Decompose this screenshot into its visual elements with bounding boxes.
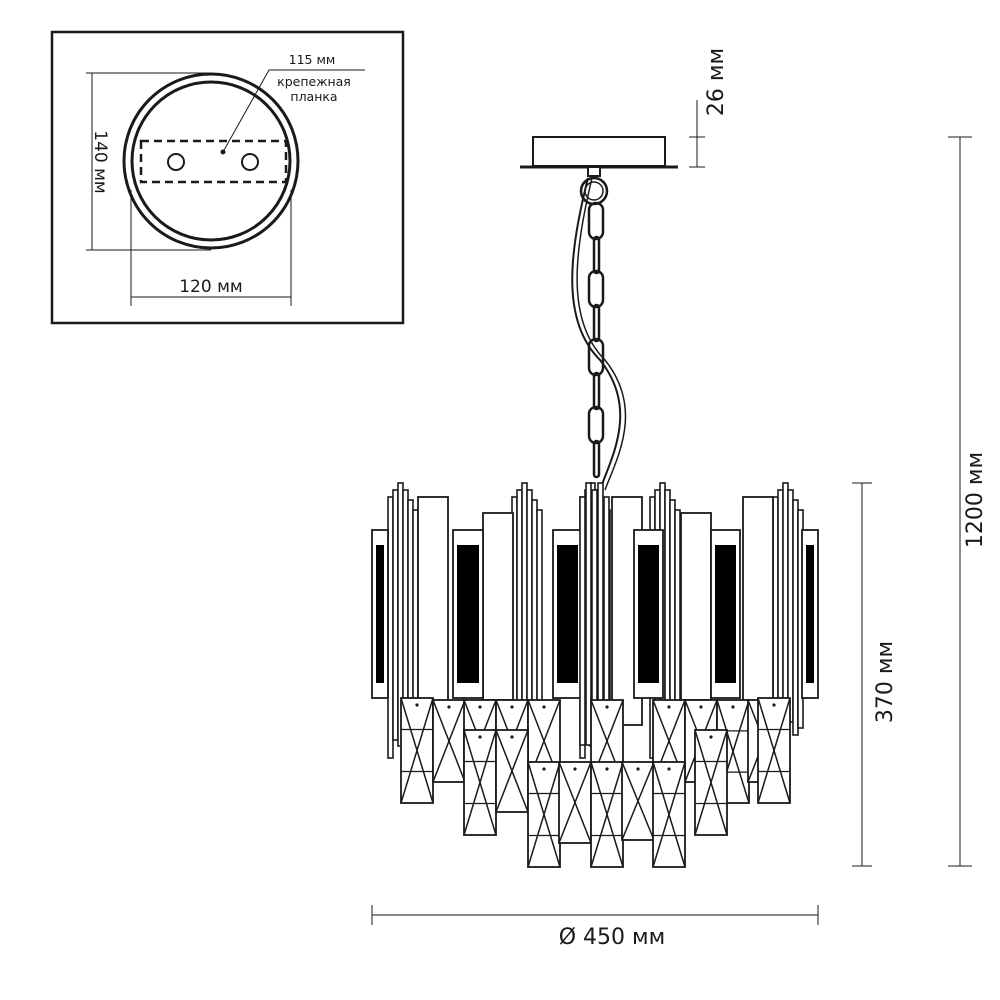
inset-frame <box>50 30 405 325</box>
dark-insert <box>376 545 384 683</box>
plate-leader-line <box>222 69 365 153</box>
dark-insert <box>638 545 659 683</box>
chain-link <box>587 201 605 241</box>
dimension-lines <box>371 100 972 925</box>
chain-link <box>587 269 605 309</box>
glass-panel <box>742 496 774 726</box>
canopy-inner-circle <box>130 80 292 242</box>
power-cord-2 <box>576 177 627 491</box>
glass-rod <box>585 482 592 746</box>
screw-hole-right <box>241 153 259 171</box>
inset-width-label: 120 мм <box>179 277 243 297</box>
power-cord <box>571 177 622 491</box>
canopy-outer-circle <box>122 72 300 250</box>
mounting-inset <box>50 30 405 325</box>
screw-hole-left <box>167 153 185 171</box>
chain-link <box>592 235 601 275</box>
chain <box>587 201 605 479</box>
glass-panel <box>417 496 449 726</box>
plate-name-line1: крепежная <box>277 74 351 89</box>
crystal-prism <box>400 697 434 804</box>
glass-rod <box>579 496 586 746</box>
canopy-height-label: 26 мм <box>704 48 729 116</box>
dark-insert <box>557 545 578 683</box>
dark-insert <box>715 545 736 683</box>
mounting-plate-dashed <box>139 139 288 184</box>
chandelier-body <box>371 482 819 868</box>
plate-width-label: 115 мм <box>289 52 336 67</box>
glass-panel <box>482 512 514 701</box>
chain-link <box>592 303 601 343</box>
chain-link <box>587 337 605 377</box>
chain-link <box>587 405 605 445</box>
crystal-prism <box>757 697 791 804</box>
crystal-prism <box>527 761 561 868</box>
crystal-prism <box>694 729 728 836</box>
dark-insert <box>806 545 814 683</box>
canopy-body <box>532 136 666 167</box>
crystal-prism <box>558 761 592 844</box>
canopy-hook <box>587 166 601 177</box>
glass-rod <box>674 509 681 729</box>
ceiling-canopy <box>520 136 678 206</box>
body-height-label: 370 мм <box>873 641 898 723</box>
crystal-prism <box>432 699 466 783</box>
chain-link <box>592 439 601 479</box>
crystal-prism <box>652 761 686 868</box>
inset-height-label: 140 мм <box>90 130 110 194</box>
crystal-prism <box>590 761 624 868</box>
glass-rod <box>603 496 610 731</box>
dark-insert <box>457 545 479 683</box>
plate-name-line2: планка <box>290 89 337 104</box>
glass-panel <box>680 512 712 701</box>
glass-rod <box>597 482 604 736</box>
crystal-prism <box>621 761 655 841</box>
glass-rod <box>536 509 543 729</box>
diameter-label: Ø 450 мм <box>559 925 666 950</box>
crystal-prism <box>495 729 529 813</box>
crystal-prism <box>463 729 497 836</box>
chain-link <box>592 371 601 411</box>
total-height-label: 1200 мм <box>963 452 988 548</box>
